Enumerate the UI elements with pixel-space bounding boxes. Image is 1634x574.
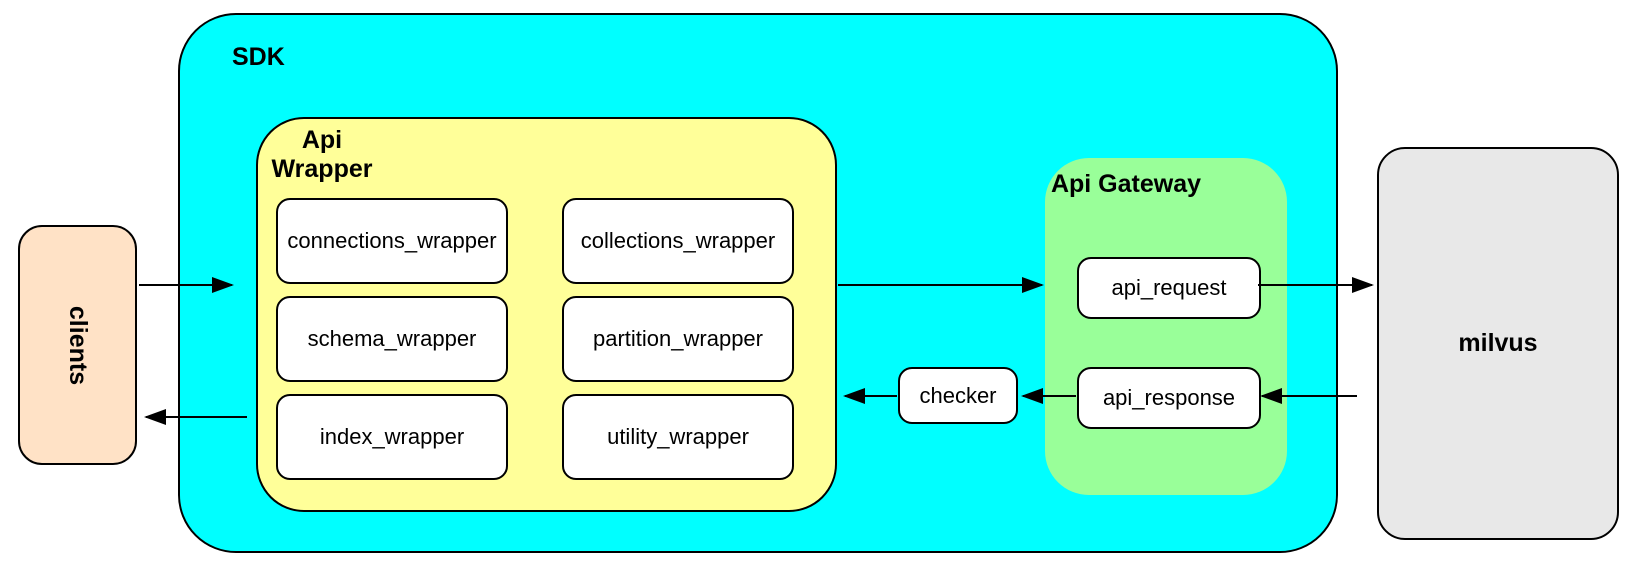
node-label: utility_wrapper — [607, 424, 749, 449]
node-schema-wrapper: schema_wrapper — [276, 296, 508, 382]
node-label: checker — [919, 382, 997, 408]
api-gateway-container: Api Gateway api_request api_response — [1045, 158, 1287, 495]
node-connections-wrapper: connections_wrapper — [276, 198, 508, 284]
node-label: partition_wrapper — [593, 326, 763, 351]
milvus-label: milvus — [1458, 329, 1538, 357]
node-label: api_request — [1111, 275, 1227, 300]
api-gateway-label: Api Gateway — [1050, 170, 1202, 198]
node-partition-wrapper: partition_wrapper — [562, 296, 794, 382]
api-wrapper-label: Api Wrapper — [271, 126, 373, 183]
node-label: api_response — [1102, 385, 1236, 410]
node-label: schema_wrapper — [307, 326, 477, 351]
sdk-label: SDK — [232, 43, 285, 71]
clients-label: clients — [63, 305, 92, 385]
node-label: index_wrapper — [319, 424, 465, 449]
node-collections-wrapper: collections_wrapper — [562, 198, 794, 284]
node-api-request: api_request — [1077, 257, 1261, 319]
node-milvus: milvus — [1377, 147, 1619, 540]
node-utility-wrapper: utility_wrapper — [562, 394, 794, 480]
node-label: connections_wrapper — [287, 228, 497, 253]
api-wrapper-container: Api Wrapper connections_wrapper collecti… — [256, 117, 837, 512]
node-index-wrapper: index_wrapper — [276, 394, 508, 480]
node-label: collections_wrapper — [580, 228, 776, 253]
node-api-response: api_response — [1077, 367, 1261, 429]
node-checker: checker — [898, 367, 1018, 424]
node-clients: clients — [18, 225, 137, 465]
